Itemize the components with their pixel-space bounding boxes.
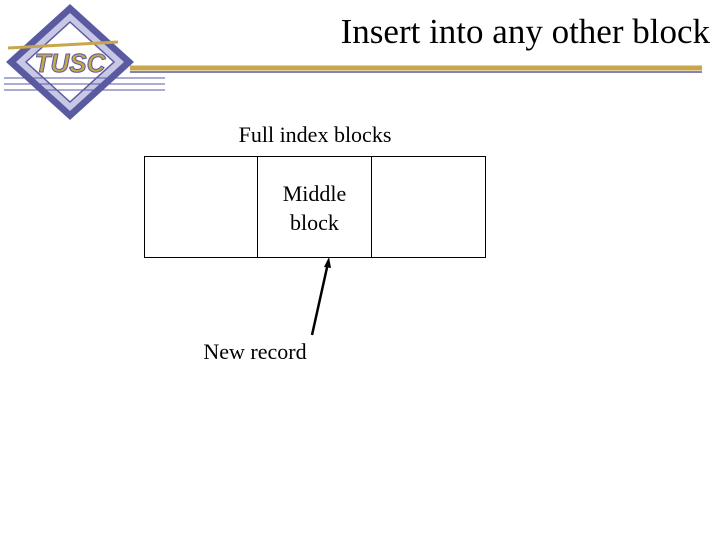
insert-arrow — [300, 255, 340, 340]
middle-block-label-line2: block — [290, 210, 339, 235]
left-block — [144, 156, 258, 258]
middle-block: Middle block — [258, 156, 372, 258]
index-blocks-label: Full index blocks — [238, 122, 392, 147]
middle-block-label-line1: Middle — [282, 181, 347, 206]
tusc-logo: TUSC — [0, 0, 170, 125]
new-record-label: New record — [203, 339, 307, 364]
slide-title: Insert into any other block — [340, 12, 710, 51]
logo-text: TUSC — [35, 48, 107, 78]
right-block — [372, 156, 486, 258]
index-blocks: Middle block — [144, 156, 486, 258]
title-rule — [0, 60, 720, 80]
